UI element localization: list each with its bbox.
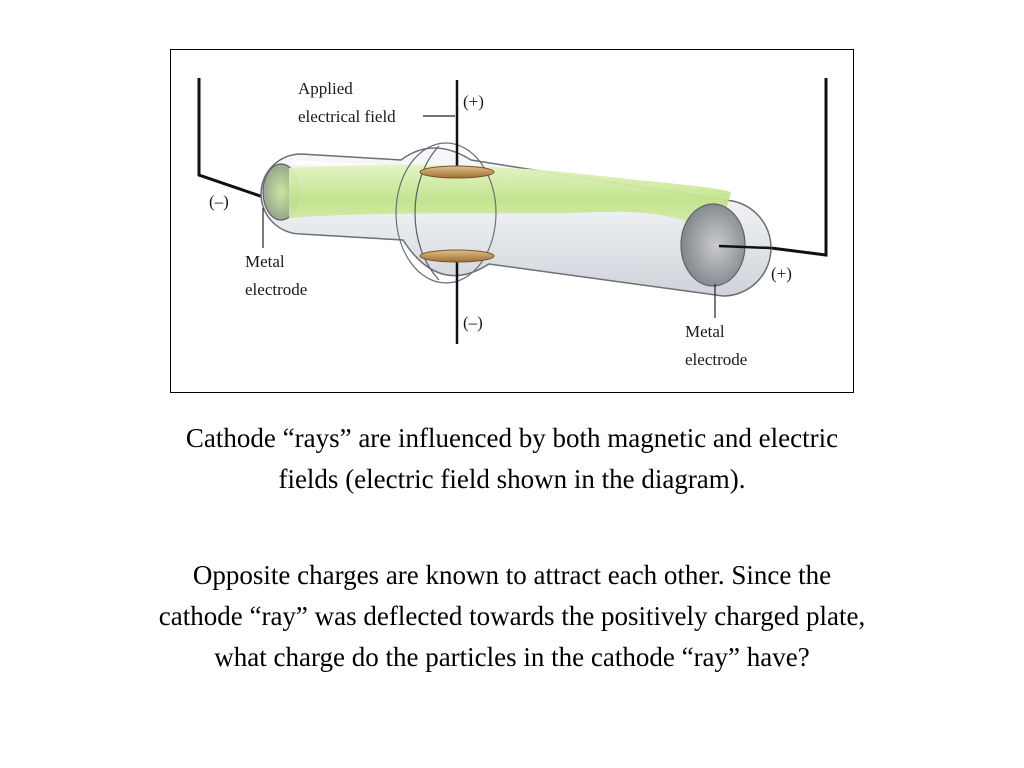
question-line-2: cathode “ray” was deflected towards the … (158, 601, 866, 631)
diagram-caption: Cathode “rays” are influenced by both ma… (40, 418, 984, 500)
caption-line-2: fields (electric field shown in the diag… (278, 464, 746, 494)
applied-field-label-line2: electrical field (298, 107, 396, 126)
applied-field-label-line1: Applied (298, 79, 353, 98)
right-wire (770, 78, 828, 257)
left-electrode-label-line1: Metal (245, 252, 285, 271)
right-electrode-lead (718, 244, 772, 250)
cathode-ray-diagram: Applied electrical field (+) (–) (–) (+)… (170, 49, 854, 393)
left-electrode-label-line2: electrode (245, 280, 307, 299)
right-electrode-icon (680, 203, 746, 287)
right-electrode-sign: (+) (771, 264, 792, 283)
bottom-plate-icon (419, 249, 495, 263)
right-electrode-label-line2: electrode (685, 350, 747, 369)
left-electrode-sign: (–) (209, 192, 229, 211)
cathode-ray-tube-figure: Applied electrical field (+) (–) (–) (+)… (197, 78, 828, 369)
bottom-plate-sign: (–) (463, 313, 483, 332)
question-line-1: Opposite charges are known to attract ea… (192, 560, 832, 590)
caption-line-1: Cathode “rays” are influenced by both ma… (185, 423, 839, 453)
left-wire (197, 78, 267, 200)
field-region-outline (395, 142, 497, 284)
field-region-arc (414, 145, 440, 281)
question-line-3: what charge do the particles in the cath… (214, 642, 810, 672)
cathode-ray-beam (289, 164, 731, 236)
question-text: Opposite charges are known to attract ea… (40, 555, 984, 678)
top-plate-icon (419, 165, 495, 179)
top-plate-sign: (+) (463, 92, 484, 111)
right-electrode-label-line1: Metal (685, 322, 725, 341)
